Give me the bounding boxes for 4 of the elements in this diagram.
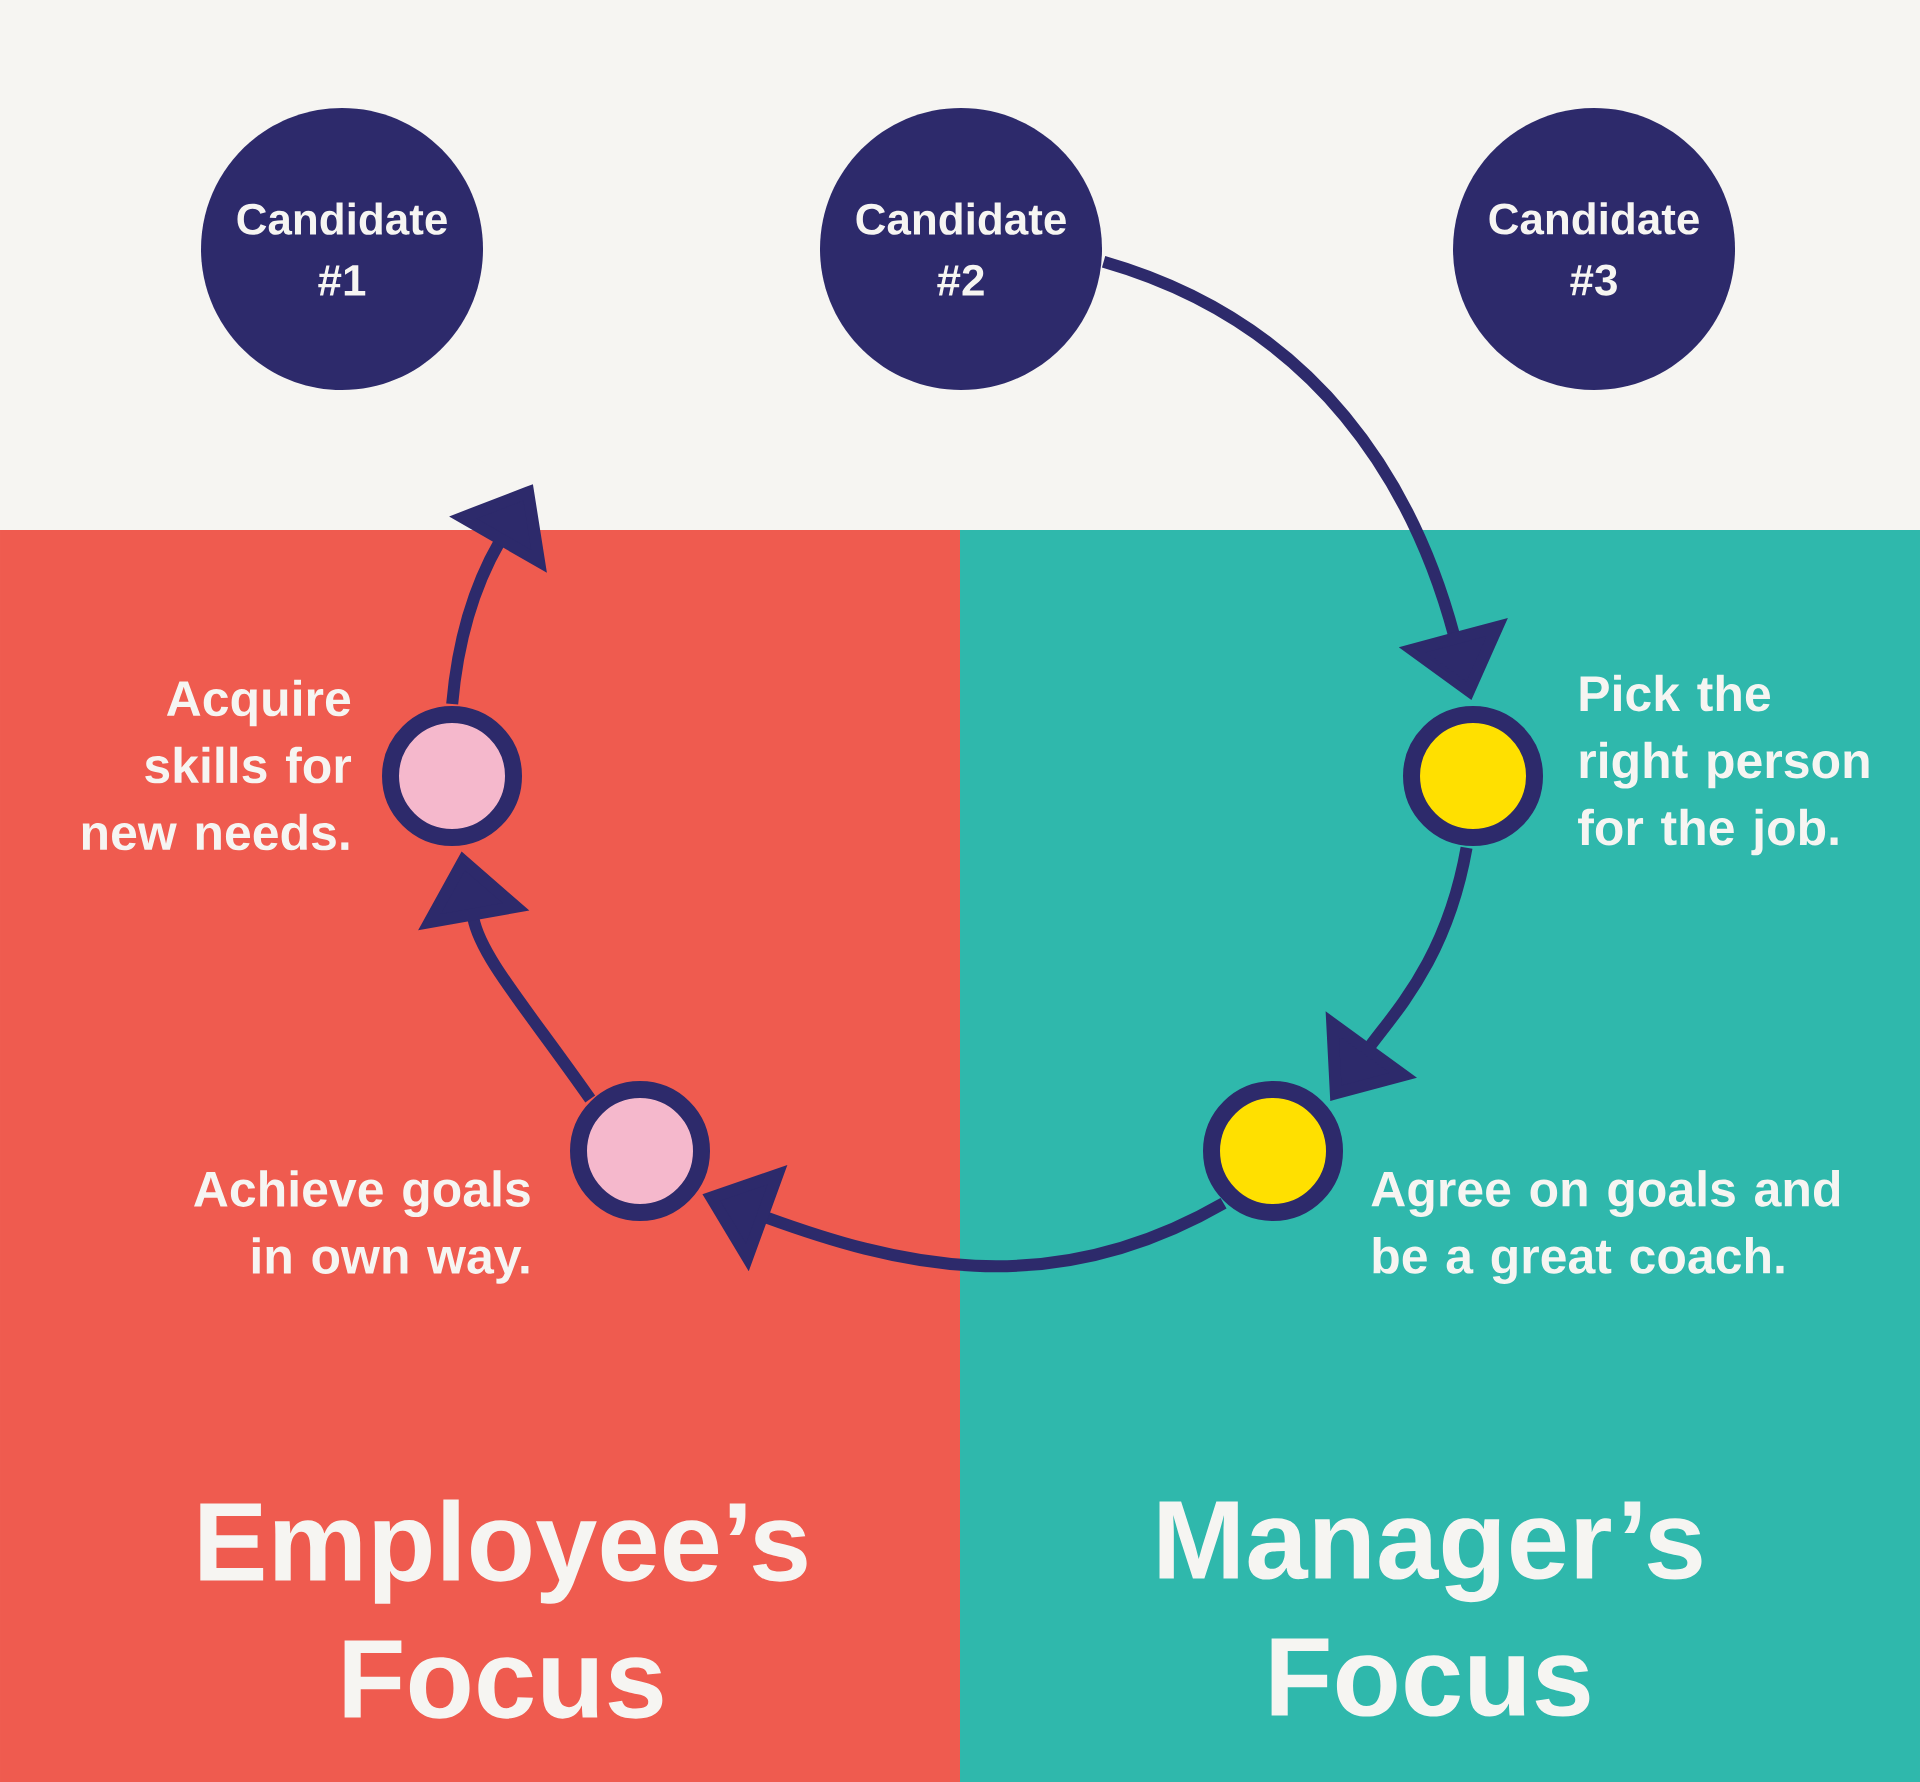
step-label: Agree on goals and be a great coach.: [1371, 1170, 1840, 1284]
step-label: Acquire skills for new needs.: [82, 679, 352, 851]
step-label: Achieve goals in own way.: [194, 1170, 530, 1284]
step-label: Pick the right person for the job.: [1578, 674, 1869, 856]
